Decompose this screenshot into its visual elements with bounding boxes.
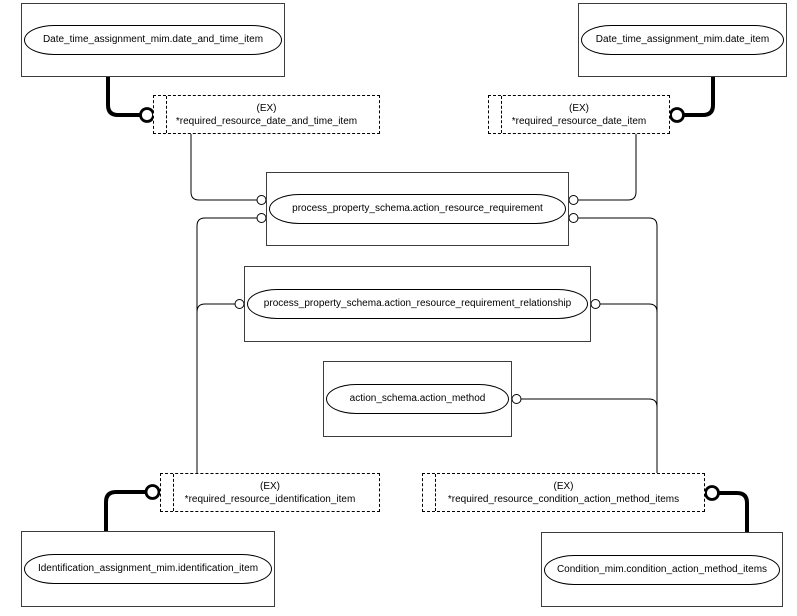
circle-end-requirement-lower-right	[568, 213, 579, 223]
entity-label: Condition_mim.condition_action_method_it…	[556, 563, 768, 575]
connector-condition-entity-to-select	[719, 491, 749, 532]
select-tag: (EX)	[553, 480, 574, 492]
circle-end-requirement-upper-left	[256, 195, 267, 205]
connector-date-and-time-select-to-requirement	[190, 134, 257, 201]
connector-date-and-time-entity-to-select	[106, 77, 140, 117]
select-inner-divider	[166, 96, 167, 133]
entity-label: process_property_schema.action_resource_…	[263, 298, 572, 309]
circle-end-requirement-upper-right	[568, 195, 579, 205]
circle-end-requirement-lower-left	[256, 213, 267, 223]
entity-action-resource-requirement: process_property_schema.action_resource_…	[269, 194, 566, 224]
select-required-resource-date-item: (EX) *required_resource_date_item	[488, 95, 670, 134]
entity-frame-date-and-time-item: Date_time_assignment_mim.date_and_time_i…	[21, 3, 285, 77]
entity-condition-action-method-items: Condition_mim.condition_action_method_it…	[544, 554, 780, 585]
select-required-resource-condition-action-method-items: (EX) *required_resource_condition_action…	[422, 473, 705, 512]
connector-date-entity-to-select	[684, 77, 715, 117]
connector-identification-entity-to-select	[104, 490, 146, 531]
circle-end-date-select	[669, 107, 685, 123]
entity-frame-action-resource-requirement: process_property_schema.action_resource_…	[266, 172, 569, 246]
select-label: *required_resource_condition_action_meth…	[447, 493, 680, 505]
select-required-resource-date-and-time-item: (EX) *required_resource_date_and_time_it…	[153, 95, 380, 134]
select-tag: (EX)	[569, 102, 589, 114]
select-tag: (EX)	[260, 480, 280, 492]
connector-right-branch-action-method	[521, 398, 658, 408]
select-inner-divider	[435, 474, 436, 511]
circle-end-identification-select	[144, 484, 161, 500]
entity-label: action_schema.action_method	[349, 393, 486, 404]
circle-end-relationship-left	[234, 299, 245, 309]
select-label: *required_resource_identification_item	[184, 493, 356, 505]
entity-frame-date-item: Date_time_assignment_mim.date_item	[578, 3, 787, 77]
entity-frame-action-method: action_schema.action_method	[323, 361, 512, 437]
connector-left-trunk-requirement-to-identification-select	[196, 217, 257, 473]
entity-frame-condition-action-method-items: Condition_mim.condition_action_method_it…	[541, 532, 783, 607]
connector-left-branch-relationship	[196, 303, 235, 313]
select-inner-divider	[173, 474, 174, 511]
entity-label: Identification_assignment_mim.identifica…	[37, 563, 259, 574]
entity-label: process_property_schema.action_resource_…	[292, 203, 543, 214]
entity-action-method: action_schema.action_method	[326, 384, 509, 414]
circle-end-condition-select	[704, 485, 720, 501]
select-tag: (EX)	[256, 102, 277, 114]
entity-frame-identification-item: Identification_assignment_mim.identifica…	[21, 531, 275, 607]
entity-identification-item: Identification_assignment_mim.identifica…	[24, 554, 272, 584]
circle-end-relationship-right	[590, 299, 601, 309]
entity-label: Date_time_assignment_mim.date_and_time_i…	[42, 34, 264, 45]
select-required-resource-identification-item: (EX) *required_resource_identification_i…	[160, 473, 380, 512]
select-label: *required_resource_date_item	[511, 115, 647, 127]
entity-date-and-time-item: Date_time_assignment_mim.date_and_time_i…	[24, 25, 282, 55]
circle-end-action-method-right	[511, 394, 522, 404]
select-inner-divider	[501, 96, 502, 133]
connector-right-branch-relationship	[600, 303, 658, 313]
connector-right-trunk-requirement-to-condition-select	[578, 217, 658, 473]
entity-date-item: Date_time_assignment_mim.date_item	[581, 25, 784, 55]
entity-label: Date_time_assignment_mim.date_item	[595, 34, 770, 45]
entity-frame-action-resource-requirement-relationship: process_property_schema.action_resource_…	[244, 266, 591, 342]
circle-end-date-and-time-select	[139, 107, 155, 123]
entity-action-resource-requirement-relationship: process_property_schema.action_resource_…	[247, 289, 588, 319]
connector-date-select-to-requirement	[578, 134, 637, 201]
select-label: *required_resource_date_and_time_item	[175, 115, 358, 127]
